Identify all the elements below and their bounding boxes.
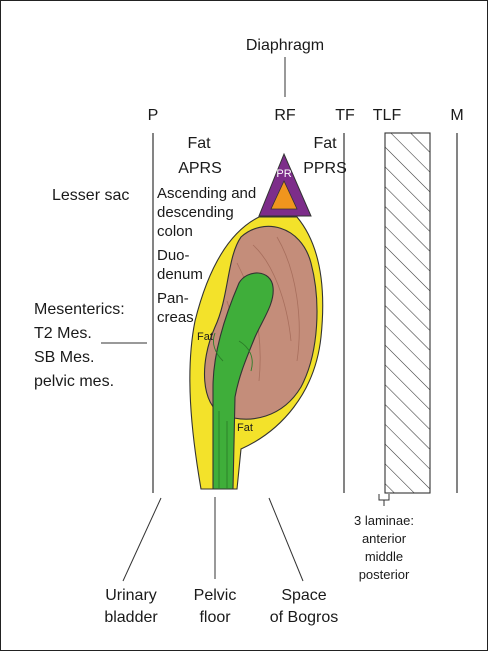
urinary-bladder-pointer bbox=[122, 497, 162, 582]
colon-label-line2: descending bbox=[157, 204, 234, 221]
fat-posterior-label: Fat bbox=[313, 135, 337, 152]
pr-triangle-inner bbox=[270, 180, 298, 210]
rf-label: RF bbox=[274, 107, 296, 124]
lesser-sac-label: Lesser sac bbox=[52, 187, 130, 204]
aprs-label: APRS bbox=[178, 160, 222, 177]
pancreas-label-line1: Pan- bbox=[157, 290, 189, 307]
pancreas-label-line2: creas bbox=[157, 309, 194, 326]
pelvic-floor-label-line1: Pelvic bbox=[193, 587, 237, 604]
tlf-label: TLF bbox=[372, 107, 402, 124]
duodenum-label-line1: Duo- bbox=[157, 247, 190, 264]
laminae-label-line2: anterior bbox=[361, 531, 407, 546]
laminae-label-line1: 3 laminae: bbox=[354, 513, 414, 528]
laminae-label-line4: posterior bbox=[358, 567, 410, 582]
colon-branches bbox=[212, 332, 253, 489]
mesenterics-label-line3: SB Mes. bbox=[34, 349, 95, 366]
mesenterics-label-line1: Mesenterics: bbox=[34, 301, 125, 318]
thoracolumbar-fascia-band bbox=[384, 132, 431, 494]
fat-lower-label: Fat bbox=[237, 422, 253, 434]
duodenum-label-line2: denum bbox=[157, 266, 203, 283]
fat-inner-label: Fat bbox=[197, 331, 213, 343]
p-label: P bbox=[147, 107, 159, 124]
space-bogros-pointer bbox=[268, 497, 304, 582]
colon-label-line1: Ascending and bbox=[157, 185, 257, 202]
laminae-label-line3: middle bbox=[364, 549, 404, 564]
pprs-label: PPRS bbox=[303, 160, 347, 177]
fat-anterior-label: Fat bbox=[187, 135, 211, 152]
urinary-bladder-label-line1: Urinary bbox=[105, 587, 157, 604]
m-label: M bbox=[450, 107, 464, 124]
space-bogros-label-line2: of Bogros bbox=[269, 609, 339, 626]
space-bogros-label-line1: Space bbox=[281, 587, 327, 604]
colon-structure bbox=[212, 272, 274, 490]
pelvic-floor-label-line2: floor bbox=[199, 609, 231, 626]
diaphragm-label: Diaphragm bbox=[245, 37, 325, 54]
mesenterics-label-line2: T2 Mes. bbox=[34, 325, 92, 342]
laminae-bracket bbox=[378, 494, 390, 506]
colon-label-line3: colon bbox=[157, 223, 193, 240]
pr-label: PR bbox=[276, 168, 292, 180]
mesenterics-label-line4: pelvic mes. bbox=[34, 373, 115, 390]
urinary-bladder-label-line2: bladder bbox=[104, 609, 158, 626]
tf-label: TF bbox=[335, 107, 355, 124]
